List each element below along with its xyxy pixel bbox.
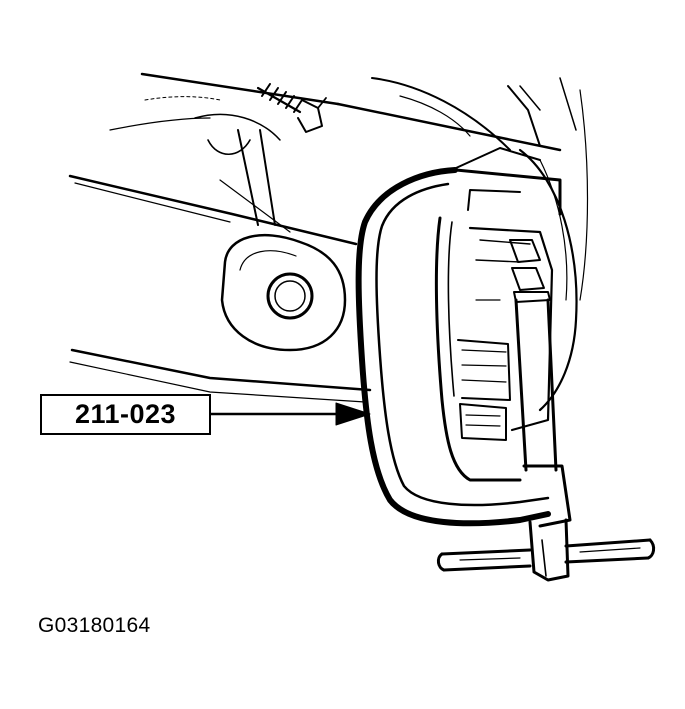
suspension-arm: [68, 72, 562, 246]
knuckle-background: [371, 77, 589, 412]
caliper-piston: [457, 226, 554, 441]
clamp-screw: [509, 239, 572, 582]
c-clamp-frame: [355, 167, 562, 527]
lower-arm: [69, 234, 372, 403]
bushing-bolt: [266, 272, 314, 320]
callout-arrow: [209, 402, 371, 426]
tool-number-label: 211-023: [74, 399, 177, 429]
t-handle: [436, 538, 656, 572]
spring-bolt: [256, 83, 327, 133]
tool-callout-box: 211-023: [40, 394, 211, 435]
figure-code: G03180164: [38, 614, 151, 637]
